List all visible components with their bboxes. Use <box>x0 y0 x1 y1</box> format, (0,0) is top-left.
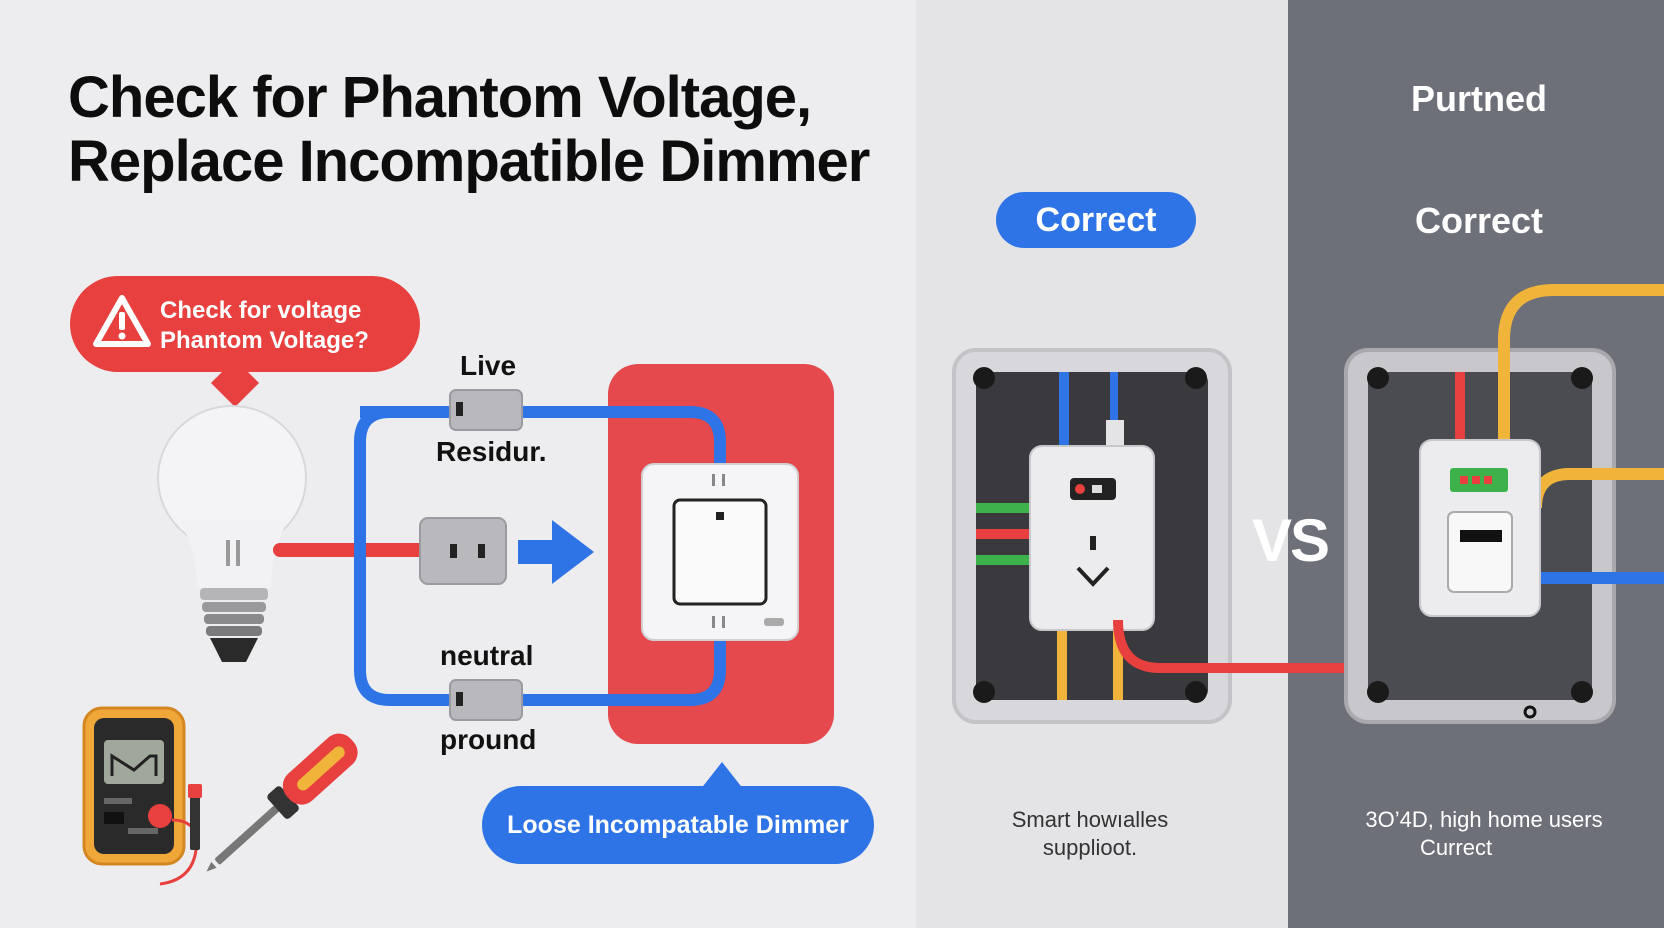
wire-label-neutral: neutral <box>440 640 534 671</box>
right-caption-line-1: 3O’4D, high home users <box>1365 807 1603 832</box>
live-connector <box>449 389 523 431</box>
wire-label-live: Live <box>460 350 517 381</box>
vs-label: VS <box>1252 507 1330 574</box>
wire-label-residual: Residur. <box>436 436 547 467</box>
neutral-connector <box>449 679 523 721</box>
callout-text: Loose Incompatable Dimmer <box>507 810 849 839</box>
right-panel-header: Purtned <box>1410 78 1547 119</box>
wire-label-ground: pround <box>440 724 537 755</box>
junction-box-right <box>1344 284 1664 724</box>
warning-text: Check for voltage Phantom Voltage? <box>160 296 369 356</box>
right-caption: 3O’4D, high home users Currect <box>1344 806 1624 862</box>
correct-badge: Correct <box>996 192 1196 248</box>
right-caption-line-2: Currect <box>1419 835 1493 860</box>
blue-loop-wire <box>354 406 726 706</box>
title-line-2: Replace Incompatible Dimmer <box>68 129 870 194</box>
multimeter-icon <box>82 706 202 886</box>
residual-connector <box>419 517 507 585</box>
warning-line-1: Check for voltage <box>160 297 362 324</box>
voltage-warning-bubble: Check for voltage Phantom Voltage? <box>70 276 420 408</box>
title-line-1: Check for Phantom Voltage, <box>68 65 812 130</box>
middle-caption: Smart howıalles supplioot. <box>980 806 1200 862</box>
light-bulb-icon <box>157 405 307 662</box>
dimmer-switch-icon <box>641 463 799 641</box>
warning-line-2: Phantom Voltage? <box>160 327 369 354</box>
right-panel-subheader: Correct <box>1414 200 1544 241</box>
middle-caption-line-2: supplioot. <box>1042 835 1138 860</box>
incompatible-dimmer-callout: Loose Incompatable Dimmer <box>482 786 874 864</box>
arrow-right-icon <box>518 520 594 584</box>
screwdriver-icon <box>206 733 358 872</box>
middle-caption-line-1: Smart howıalles <box>1011 807 1169 832</box>
page-title: Check for Phantom Voltage, Replace Incom… <box>68 66 888 194</box>
junction-box-correct <box>952 348 1232 724</box>
callout-pointer <box>700 762 744 790</box>
warning-triangle-icon <box>93 295 151 347</box>
